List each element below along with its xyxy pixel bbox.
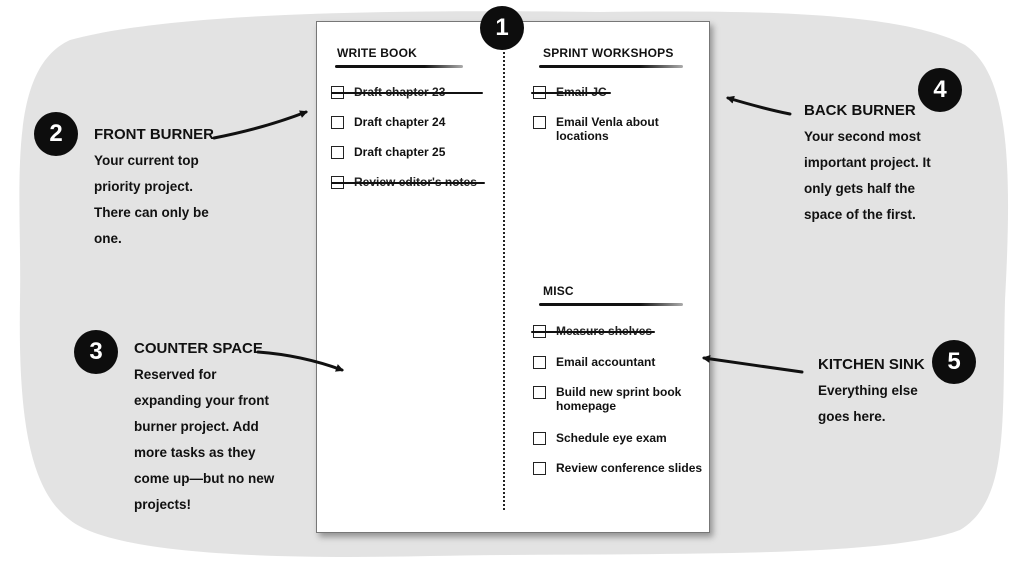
- brush-underline: [539, 303, 683, 306]
- task-checkbox[interactable]: [533, 356, 546, 369]
- badge-1: 1: [480, 6, 524, 50]
- task-checkbox[interactable]: [533, 432, 546, 445]
- badge-5: 5: [932, 340, 976, 384]
- task-label: Email Venla about: [556, 115, 659, 129]
- task-checkbox[interactable]: [533, 462, 546, 475]
- task-label: Draft chapter 25: [354, 145, 446, 159]
- task-item[interactable]: Draft chapter 25: [331, 145, 445, 159]
- task-label: Schedule eye exam: [556, 431, 667, 445]
- callout-desc-front-burner: Your current top priority project. There…: [94, 153, 209, 246]
- brush-underline: [335, 65, 463, 68]
- section-title-write-book: WRITE BOOK: [337, 46, 417, 60]
- callout-title-front-burner: FRONT BURNER: [94, 126, 214, 143]
- task-label-continued: homepage: [556, 399, 617, 413]
- task-label: Email accountant: [556, 355, 656, 369]
- task-label: Review conference slides: [556, 461, 703, 475]
- strikethrough-mark: [331, 92, 483, 94]
- task-sheet: WRITE BOOK Draft chapter 23 Draft chapte…: [316, 21, 710, 533]
- section-title-sprint-workshops: SPRINT WORKSHOPS: [543, 46, 674, 60]
- strikethrough-mark: [531, 92, 611, 94]
- task-item[interactable]: Build new sprint book homepage: [533, 385, 681, 413]
- badge-2: 2: [34, 112, 78, 156]
- task-checkbox[interactable]: [533, 116, 546, 129]
- task-label: Build new sprint book: [556, 385, 682, 399]
- badge-4: 4: [918, 68, 962, 112]
- section-title-misc: MISC: [543, 284, 574, 298]
- task-item[interactable]: Email accountant: [533, 355, 655, 369]
- task-item[interactable]: Email Venla about locations: [533, 115, 659, 143]
- strikethrough-mark: [531, 331, 655, 333]
- callout-desc-back-burner: Your second most important project. It o…: [804, 129, 931, 222]
- task-item[interactable]: Review conference slides: [533, 461, 702, 475]
- brush-underline: [539, 65, 683, 68]
- callout-desc-counter-space: Reserved for expanding your front burner…: [134, 367, 275, 512]
- badge-3: 3: [74, 330, 118, 374]
- callout-desc-kitchen-sink: Everything else goes here.: [818, 383, 918, 424]
- callout-title-counter-space: COUNTER SPACE: [134, 340, 263, 357]
- callout-title-back-burner: BACK BURNER: [804, 102, 916, 119]
- task-checkbox[interactable]: [533, 386, 546, 399]
- task-item[interactable]: Schedule eye exam: [533, 431, 667, 445]
- sheet-divider: [503, 52, 505, 510]
- task-checkbox[interactable]: [331, 116, 344, 129]
- task-checkbox[interactable]: [331, 146, 344, 159]
- task-label: Draft chapter 24: [354, 115, 446, 129]
- task-label-continued: locations: [556, 129, 609, 143]
- callout-title-kitchen-sink: KITCHEN SINK: [818, 356, 925, 373]
- task-item[interactable]: Draft chapter 24: [331, 115, 445, 129]
- strikethrough-mark: [331, 182, 485, 184]
